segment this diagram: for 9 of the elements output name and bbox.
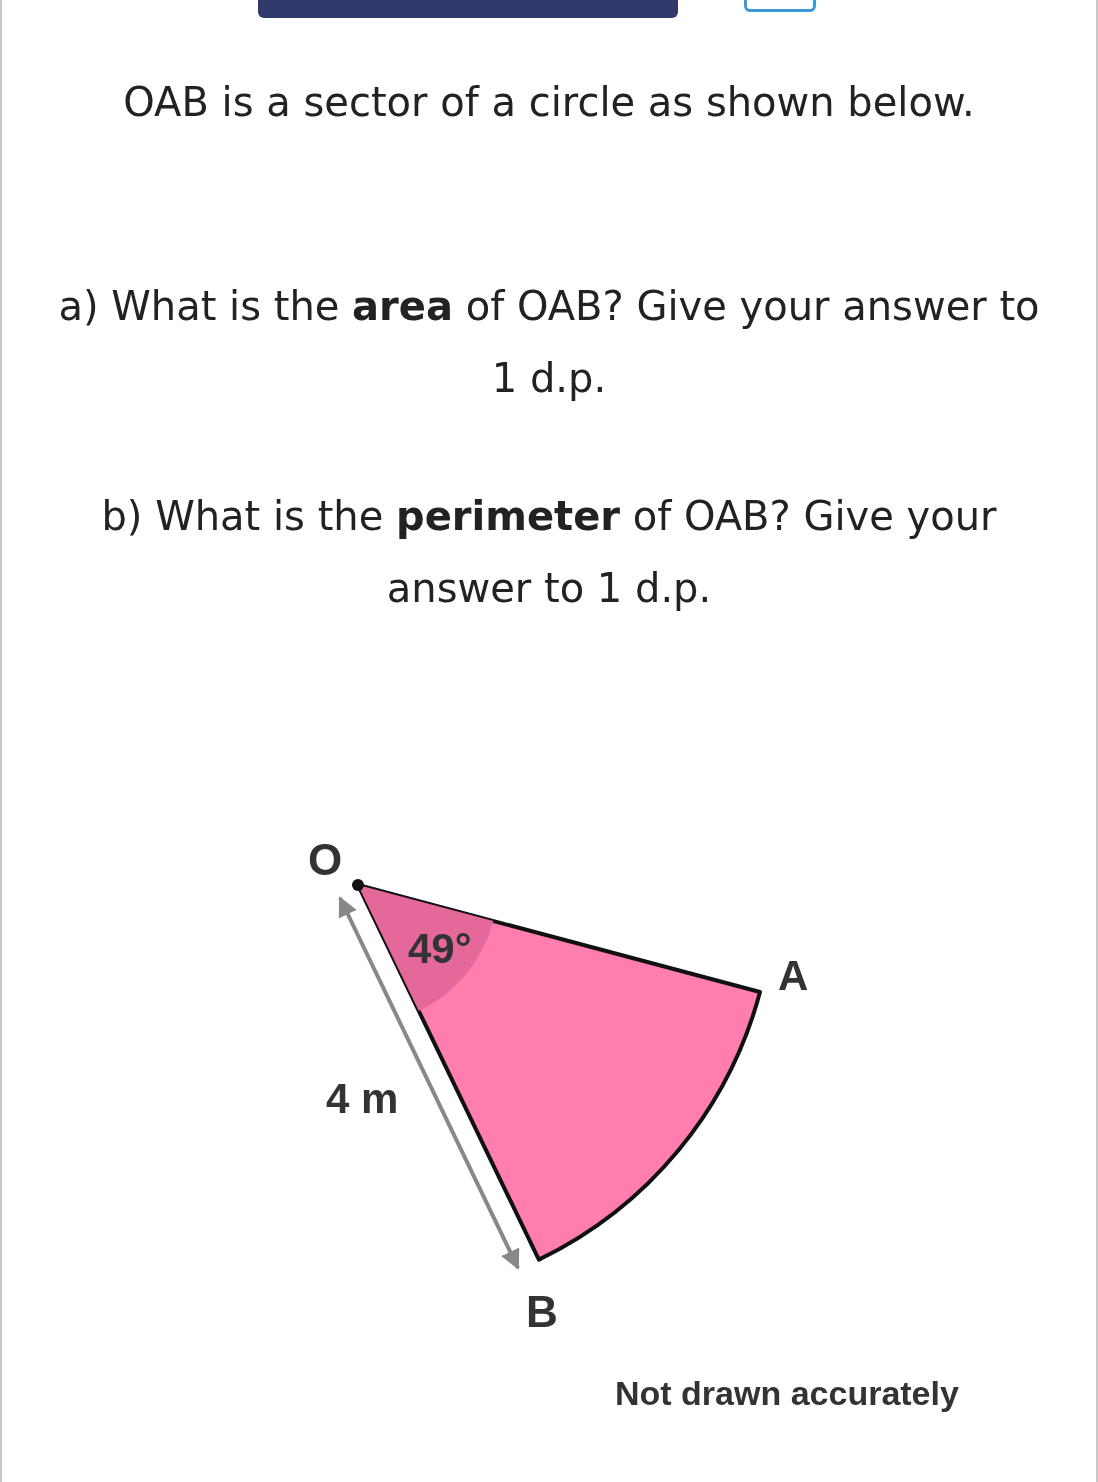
dimension-label: 4 m [326,1078,399,1120]
question-text: OAB is a sector of a circle as shown below. [122,78,976,127]
point-label: B [526,1290,558,1334]
point-label: O [308,838,343,882]
angle-label: 49° [408,928,472,970]
question-text: a) What is the area of OAB? Give your answer to 1 d.p. [57,282,1041,403]
note-text: Not drawn accurately [615,1376,959,1410]
point-label: A [778,955,809,997]
question-text: b) What is the perimeter of OAB? Give your answer to 1 d.p. [100,492,998,613]
